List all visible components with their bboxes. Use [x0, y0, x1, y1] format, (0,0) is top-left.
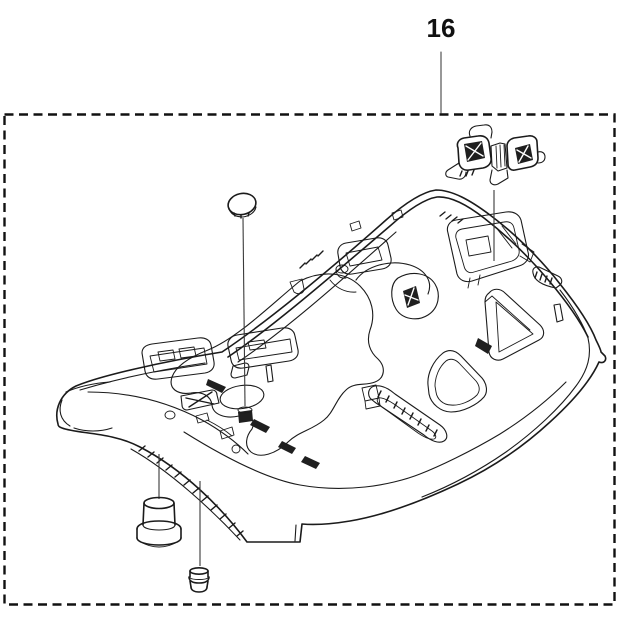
small-plug-drawing — [188, 481, 210, 593]
stepped-cap-drawing — [136, 454, 182, 548]
part-callout: 16 — [427, 13, 456, 114]
round-cap-drawing — [227, 192, 257, 407]
round-cap-leader-line — [242, 217, 246, 407]
connector-assembly-drawing — [445, 124, 546, 261]
part-number-label: 16 — [427, 13, 456, 43]
top-cover-body-drawing — [56, 189, 607, 543]
dashed-border-frame — [3, 113, 616, 606]
